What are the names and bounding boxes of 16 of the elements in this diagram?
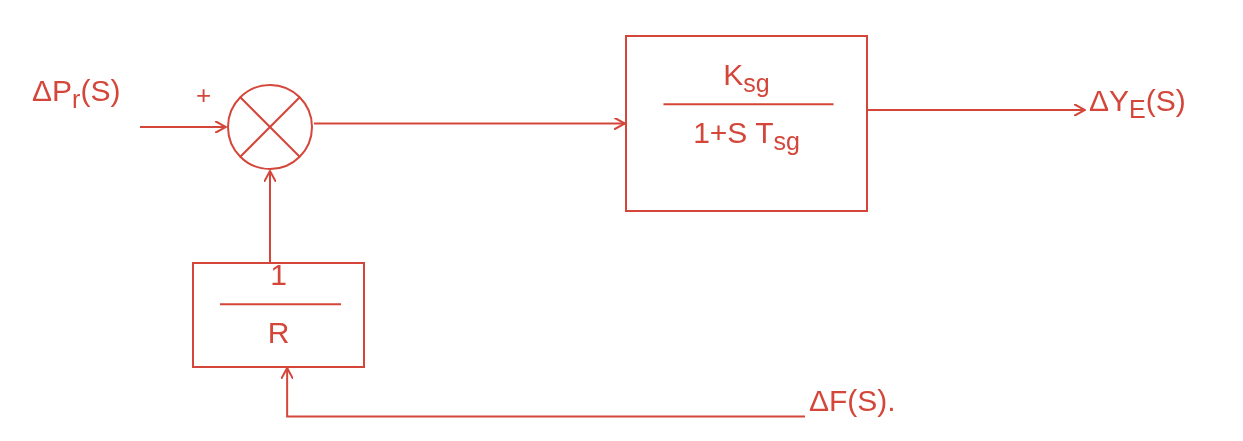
signal-name: ΔY$_{E}$(S)	[1089, 86, 1186, 122]
arrow	[280, 367, 806, 418]
arrow	[263, 170, 277, 263]
signal-name: ΔF(S).	[809, 386, 896, 416]
denominator: R	[267, 318, 290, 349]
transfer-function-block	[625, 35, 868, 212]
transfer-function-block	[192, 262, 365, 368]
signal-name: ΔP$_{r}$(S)	[32, 76, 121, 112]
arrow	[139, 120, 227, 134]
numerator: 1	[270, 260, 287, 291]
arrow	[867, 103, 1086, 117]
numerator: K$_{sg}$	[723, 60, 770, 97]
denominator: 1+S T$_{sg}$	[693, 118, 800, 155]
sign-label: +	[196, 82, 212, 108]
summing-junction	[226, 83, 314, 171]
arrow	[313, 116, 626, 131]
